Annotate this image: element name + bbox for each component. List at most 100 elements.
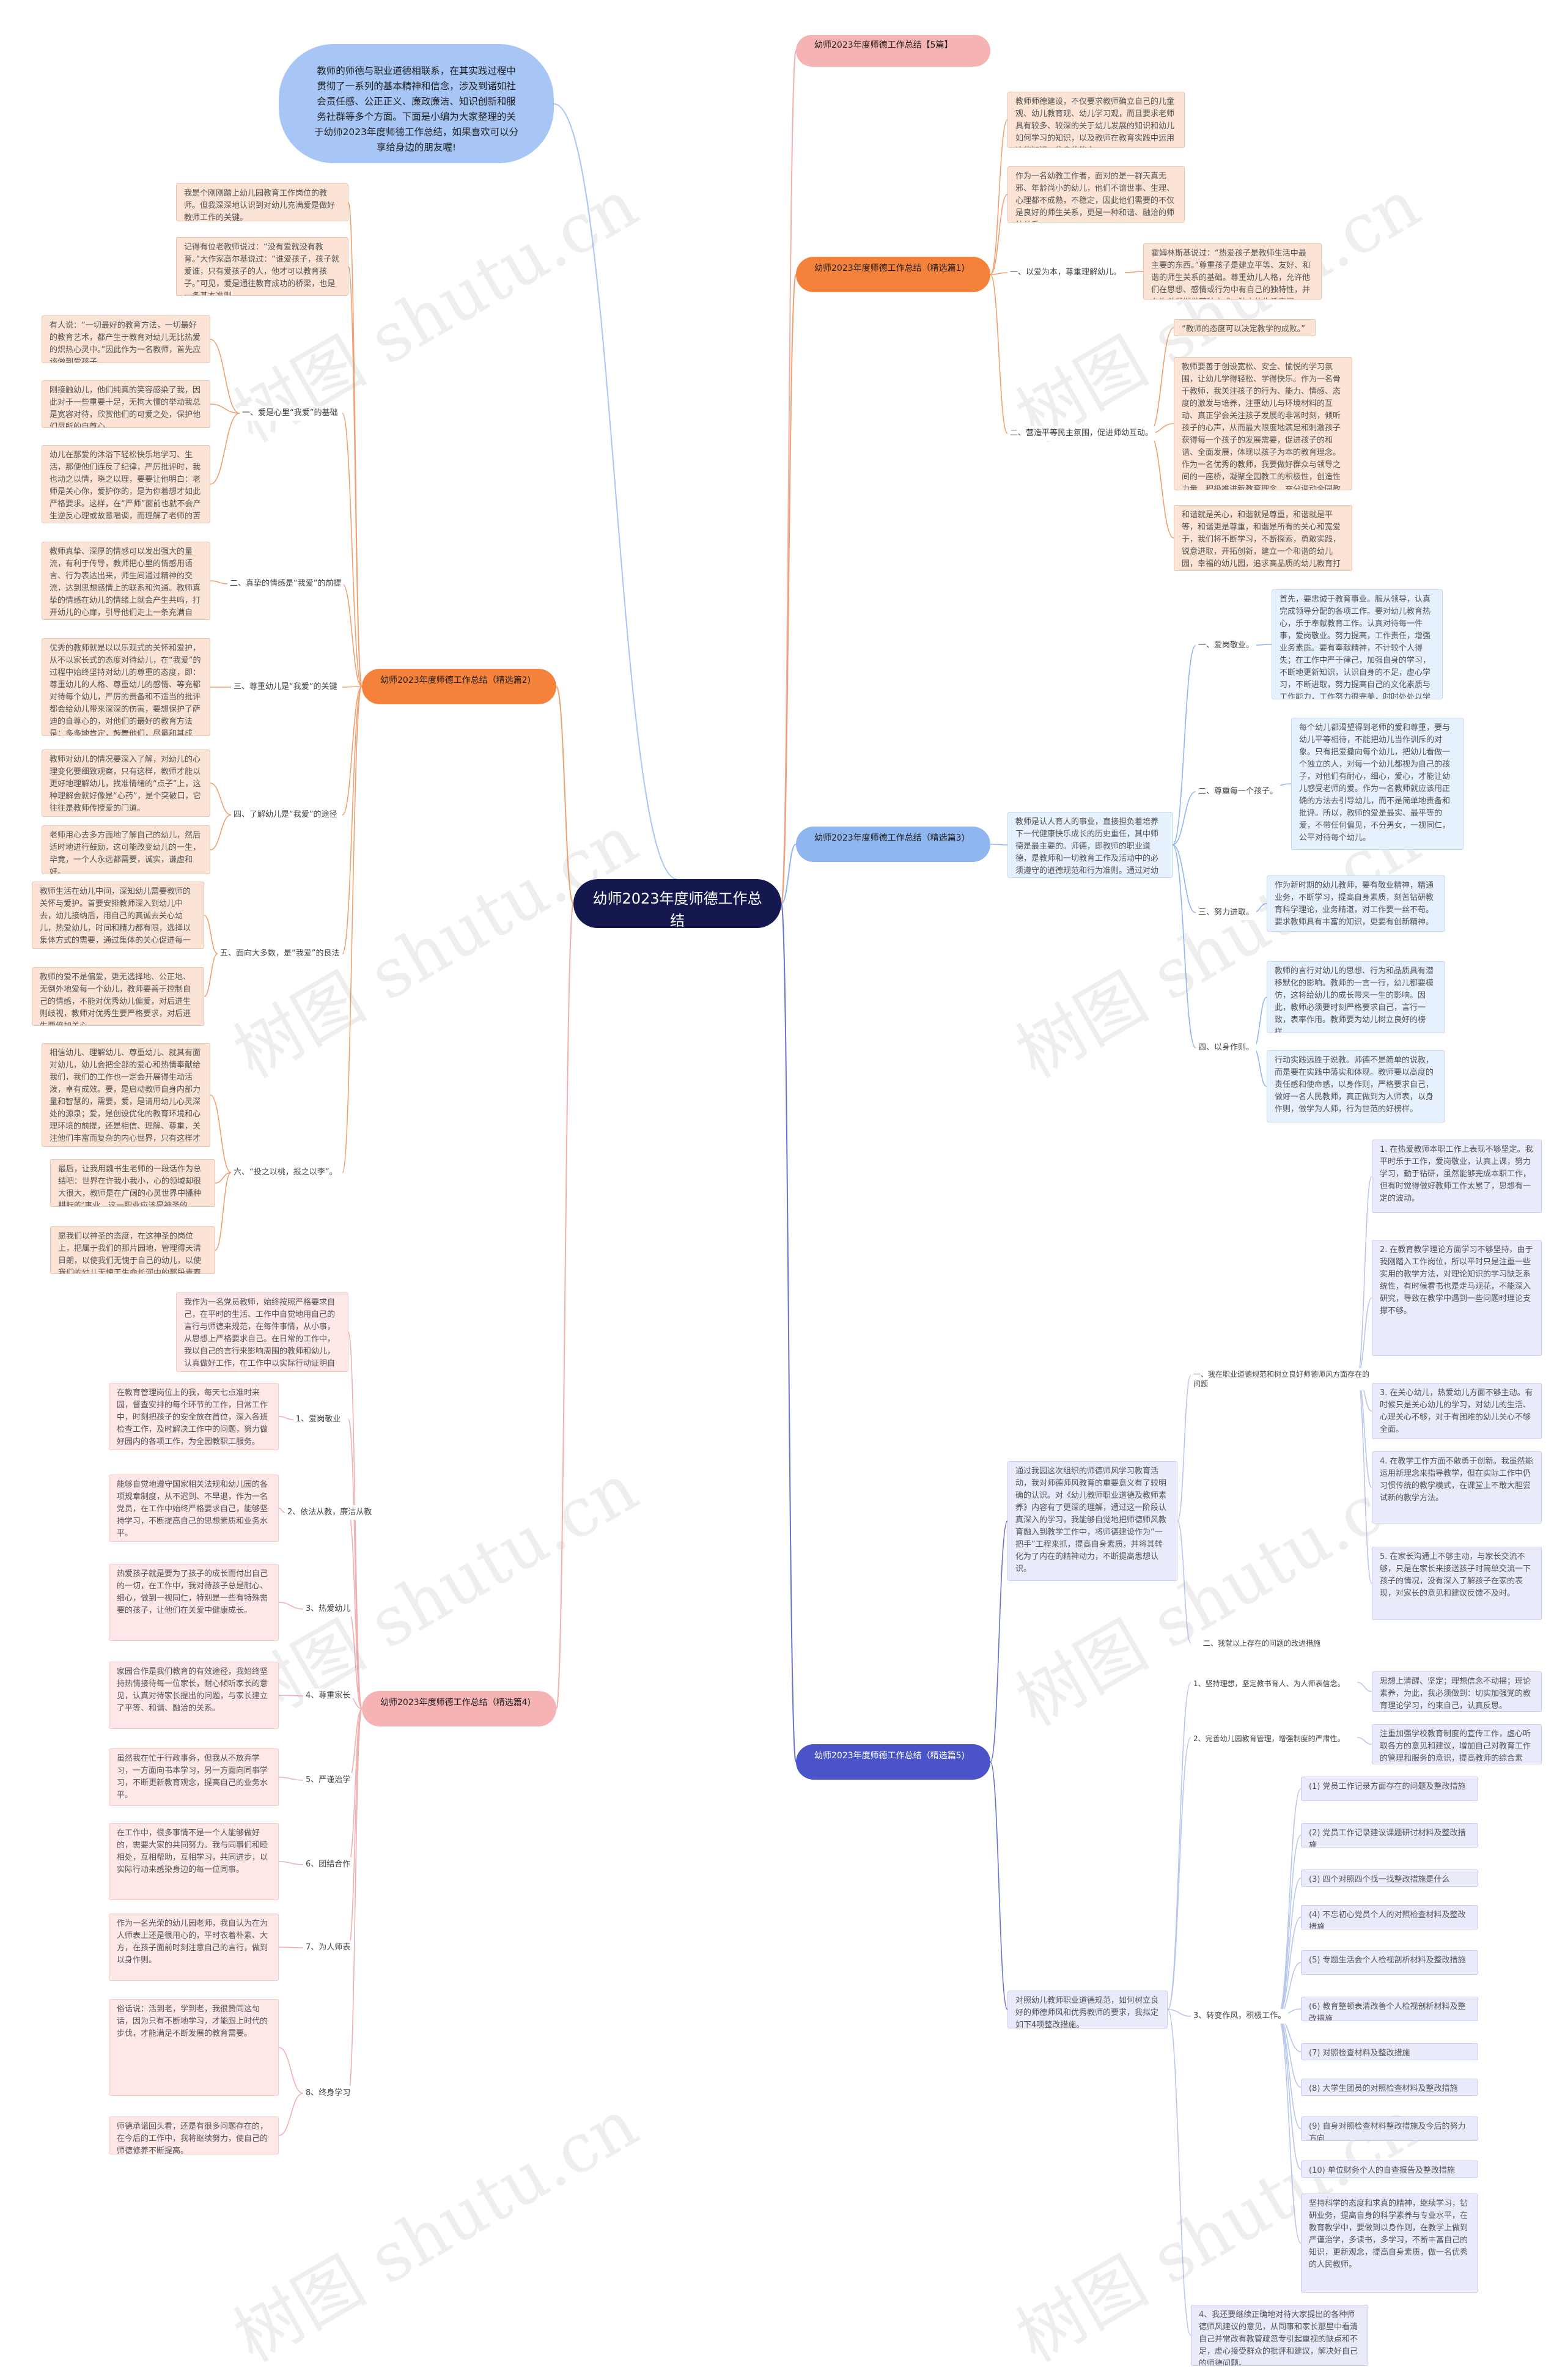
connector: [1277, 1835, 1302, 2017]
p4-text-9[interactable]: 师德承诺回头看，还是有很多问题存在的，在今后的工作中，我将继续努力，使自己的师德…: [109, 2117, 279, 2154]
p4-text-8[interactable]: 俗话说：活到老，学到老，我很赞同这句话，因为只有不断地学习，才能跟上时代的步伐，…: [109, 1999, 279, 2096]
p4-item-7[interactable]: 7、为人师表: [303, 1940, 353, 1955]
p5-list-item[interactable]: (9) 自身对照检查材料整改措施及今后的努力方向: [1301, 2117, 1478, 2141]
p2-text-14[interactable]: 愿我们以神圣的态度，在这神圣的岗位上，把属于我们的那片园地，管理得天清日朗，以使…: [50, 1226, 215, 1274]
p2-text-6[interactable]: 教师真挚、深厚的情感可以发出强大的量流，有利于传导，教师把心里的情感用语言、行为…: [42, 542, 210, 620]
p4-text-3[interactable]: 热爱孩子就是要为了孩子的成长而付出自己的一切，在工作中，我对待孩子总是耐心、细心…: [109, 1564, 279, 1641]
branch-article-3[interactable]: 幼师2023年度师德工作总结（精选篇3): [796, 827, 990, 862]
p2-text-7[interactable]: 优秀的教师就是以以乐观式的关怀和爱护，从不以家长式的态度对待幼儿，在“我爱”的过…: [42, 638, 210, 736]
branch-article-5[interactable]: 幼师2023年度师德工作总结（精选篇5): [796, 1744, 990, 1780]
p5-issue-1[interactable]: 1. 在热爱教师本职工作上表现不够坚定。我平时乐于工作，爱岗敬业，认真上课，努力…: [1372, 1140, 1542, 1213]
p4-text-1[interactable]: 在教育管理岗位上的我，每天七点准时来园，督查安排的每个环节的工作，日常工作中，时…: [109, 1383, 279, 1450]
central-topic[interactable]: 幼师2023年度师德工作总结: [573, 879, 781, 928]
p5-measure-2-text[interactable]: 注重加强学校教育制度的宣传工作，虚心听取各方的意见和建议，增加自己对教育工作的管…: [1372, 1724, 1542, 1764]
p5-issue-5[interactable]: 5. 在家长沟通上不够主动，与家长交流不够，只是在家长来接送孩子时简单交流一下孩…: [1372, 1547, 1542, 1620]
p1-text-5[interactable]: 教师要善于创设宽松、安全、愉悦的学习氛围，让幼儿学得轻松、学得快乐。作为一名骨干…: [1174, 357, 1352, 490]
p2-section-5[interactable]: 五、面向大多数，是“我爱”的良法: [218, 946, 342, 961]
p1-text-4[interactable]: “教师的态度可以决定教学的成败。”: [1174, 319, 1316, 336]
p5-list-item[interactable]: (5) 专题生活会个人检视剖析材料及整改措施: [1301, 1950, 1478, 1975]
branch-article-1[interactable]: 幼师2023年度师德工作总结（精选篇1): [796, 257, 990, 292]
p3-section-4[interactable]: 四、以身作则。: [1196, 1041, 1257, 1055]
connector: [342, 686, 363, 816]
p5-section-1[interactable]: 一、我在职业道德规范和树立良好师德师风方面存在的问题: [1191, 1368, 1374, 1390]
p2-section-2[interactable]: 二、真挚的情感是“我爱”的前提: [227, 577, 344, 591]
p2-text-11[interactable]: 教师的爱不是偏爱，更无选择地、公正地、无倒外地爱每一个幼儿，教师要善于控制自己的…: [32, 967, 204, 1026]
p5-list-item[interactable]: (8) 大学生团员的对照检查材料及整改措施: [1301, 2079, 1478, 2096]
p2-section-3[interactable]: 三、尊重幼儿是“我爱”的关键: [231, 680, 340, 694]
p5-issue-3[interactable]: 3. 在关心幼儿，热爱幼儿方面不够主动。有时候只是关心幼儿的学习，对幼儿的生活、…: [1372, 1383, 1542, 1439]
p1-text-1[interactable]: 教师师德建设，不仅要求教师确立自己的儿童观、幼儿教育观、幼儿学习观，而且要求老师…: [1007, 92, 1185, 148]
p2-section-4[interactable]: 四、了解幼儿是“我爱”的途径: [231, 808, 340, 822]
p3-section-3[interactable]: 三、努力进取。: [1196, 905, 1257, 920]
p2-text-1[interactable]: 我是个刚刚踏上幼儿园教育工作岗位的教师。但我深深地认识到对幼儿充满爱是做好教师工…: [176, 183, 348, 221]
p4-text-4[interactable]: 家园合作是我们教育的有效途径，我始终坚持热情接待每一位家长，耐心倾听家长的意见，…: [109, 1662, 279, 1729]
branch-title-5-articles[interactable]: 幼师2023年度师德工作总结【5篇】: [796, 35, 990, 67]
p5-measure-1-text[interactable]: 思想上清醒、坚定；理想信念不动摇；理论素养，为此，我必须做到：切实加强党的教育理…: [1372, 1671, 1542, 1712]
p5-list-item[interactable]: (1) 党员工作记录方面存在的问题及整改措施: [1301, 1777, 1478, 1801]
p2-text-13[interactable]: 最后，让我用魏书生老师的一段话作为总结吧：世界在许我小我小，心的领域却很大很大，…: [50, 1159, 215, 1207]
p4-text-7[interactable]: 作为一名光荣的幼儿园老师，我自认为在为人师表上还是很用心的，平时衣着朴素、大方，…: [109, 1914, 279, 1981]
p5-issue-2[interactable]: 2. 在教育教学理论方面学习不够坚持，由于我刚踏入工作岗位，所以平时只是注重一些…: [1372, 1240, 1542, 1356]
p5-list-item[interactable]: (6) 教育整顿表清改善个人检视剖析材料及整改措施: [1301, 1997, 1478, 2021]
p1-text-3[interactable]: 霍姆林斯基说过：“热爱孩子是教师生活中最主要的东西。”尊重孩子是建立平等、友好、…: [1143, 243, 1322, 300]
branch-article-4[interactable]: 幼师2023年度师德工作总结（精选篇4): [362, 1691, 556, 1726]
p5-issue-4[interactable]: 4. 在教学工作方面不敢勇于创新。我虽然能运用新理念来指导教学，但在实际工作中仍…: [1372, 1451, 1542, 1523]
connector: [1167, 1682, 1191, 2010]
p2-section-6[interactable]: 六、“投之以桃，报之以李”。: [231, 1165, 340, 1180]
p5-list-item[interactable]: (4) 不忘初心党员个人的对照检查材料及整改措施: [1301, 1905, 1478, 1929]
connector: [1172, 791, 1196, 846]
connector: [1277, 2016, 1302, 2244]
p5-measure-4[interactable]: 4、我还要继续正确地对待大家提出的各种师德师风建议的意见，从同事和家长那里中看清…: [1191, 2305, 1368, 2366]
p5-list-item[interactable]: (7) 对照检查材料及整改措施: [1301, 2043, 1478, 2060]
p5-summary[interactable]: 对照幼儿教师职业道德规范，如何树立良好的师德师风和优秀教师的要求，我拟定如下4项…: [1007, 1991, 1168, 2028]
p4-item-2[interactable]: 2、依法从教，廉洁从教: [285, 1505, 375, 1520]
p2-text-12[interactable]: 相信幼儿、理解幼儿、尊重幼儿、就其有面对幼儿，幼儿会把全部的爱心和热情奉献给我们…: [42, 1043, 210, 1147]
p3-text-2[interactable]: 每个幼儿都渴望得到老师的爱和尊重，要与幼儿平等相待，不能把幼儿当作训斥的对象。只…: [1291, 718, 1464, 850]
p4-item-1[interactable]: 1、爱岗敬业: [293, 1412, 344, 1427]
p5-section-2[interactable]: 二、我就以上存在的问题的改进措施: [1201, 1636, 1324, 1651]
p2-text-5[interactable]: 幼儿在那爱的沐浴下轻松快乐地学习、生活，那便他们连反了纪律，严厉批评时，我也动之…: [42, 445, 210, 523]
p4-item-6[interactable]: 6、团结合作: [303, 1857, 353, 1872]
p5-measure-1[interactable]: 1、坚持理想，坚定教书育人、为人师表信念。: [1191, 1678, 1357, 1690]
intro-bubble[interactable]: 教师的师德与职业道德相联系，在其实践过程中贯彻了一系列的基本精神和信念，涉及到诸…: [279, 44, 554, 163]
p2-text-4[interactable]: 刚接触幼儿，他们纯真的笑容感染了我，因此对于一些重要十足，无拘大懂的举动我总是宽…: [42, 380, 210, 428]
p5-list-item[interactable]: (10) 单位财务个人的自查报告及整改措施: [1301, 2161, 1478, 2178]
p3-section-2[interactable]: 二、尊重每一个孩子。: [1196, 784, 1281, 799]
p5-list-item[interactable]: (2) 党员工作记录建议课题研讨材料及整改措施: [1301, 1823, 1478, 1848]
p4-intro[interactable]: 我作为一名党员教师，始终按照严格要求自己，在平时的生活、工作中自觉地用自己的言行…: [176, 1292, 348, 1372]
p2-text-9[interactable]: 老师用心去多方面地了解自己的幼儿，然后适时地进行鼓励，这可能改变幼儿的一生，毕竟…: [42, 825, 210, 874]
p4-text-2[interactable]: 能够自觉地遵守国家相关法规和幼儿园的各项规章制度，从不迟到、不早退，作为一名党员…: [109, 1475, 279, 1542]
p4-item-8[interactable]: 8、终身学习: [303, 2086, 353, 2101]
connector: [278, 1416, 294, 1420]
p4-text-5[interactable]: 虽然我在忙于行政事务，但我从不放弃学习，一方面向书本学习，另一方面向同事学习，不…: [109, 1748, 279, 1806]
p1-text-6[interactable]: 和谐就是关心，和谐就是尊重，和谐就是平等，和谐更是尊重，和谐是所有的关心和宽爱于…: [1174, 505, 1352, 571]
p4-item-5[interactable]: 5、严谨治学: [303, 1773, 353, 1788]
p1-section-1[interactable]: 一、以爱为本，尊重理解幼儿。: [1007, 265, 1124, 280]
p2-text-2[interactable]: 记得有位老教师说过：“没有爱就没有教育。”大作家高尔基说过：“谁爱孩子，孩子就爱…: [176, 237, 348, 296]
connector: [348, 266, 363, 687]
connector: [278, 2047, 304, 2094]
p2-section-1[interactable]: 一、爱是心里“我爱”的基础: [240, 406, 341, 421]
branch-article-2[interactable]: 幼师2023年度师德工作总结（精选篇2): [362, 669, 556, 704]
p3-intro[interactable]: 教师是认人育人的事业，直接担负着培养下一代健康快乐成长的历史重任，其中师德是最主…: [1007, 812, 1173, 878]
p3-text-4[interactable]: 教师的言行对幼儿的思想、行为和品质具有潜移默化的影响。教师的一言一行，幼儿都要模…: [1267, 961, 1445, 1033]
p2-text-10[interactable]: 教师生活在幼儿中间，深知幼儿需要教师的关怀与爱护。首要安排教师深入到幼儿中去，幼…: [32, 882, 204, 949]
p4-item-3[interactable]: 3、热爱幼儿: [303, 1602, 353, 1616]
p5-measure-3[interactable]: 3、转变作风，积极工作。: [1191, 2009, 1289, 2024]
p1-text-2[interactable]: 作为一名幼教工作者，面对的是一群天真无邪、年龄尚小的幼儿，他们不谙世事、生理、心…: [1007, 166, 1185, 223]
p2-text-3[interactable]: 有人说：“一切最好的教育方法，一切最好的教育艺术，都产生于教育对幼儿无比热爱的炽…: [42, 315, 210, 363]
connector: [348, 1708, 363, 1948]
p4-item-4[interactable]: 4、尊重家长: [303, 1689, 353, 1703]
p3-text-1[interactable]: 首先，要忠诚于教育事业。服从领导，认真完成领导分配的各项工作。要对幼儿教育热心，…: [1272, 589, 1443, 699]
connector: [990, 274, 1008, 434]
p5-measure-3-text[interactable]: 坚持科学的态度和求真的精神，继续学习，钻研业务，提高自身的科学素养与专业水平，在…: [1301, 2194, 1478, 2293]
p4-text-6[interactable]: 在工作中，很多事情不是一个人能够做好的，需要大家的共同努力。我与同事们和睦相处，…: [109, 1823, 279, 1900]
p3-text-5[interactable]: 行动实践远胜于说教。师德不是简单的说教，而是要在实践中落实和体现。教师要以高度的…: [1267, 1050, 1445, 1122]
p5-intro[interactable]: 通过我园这次组织的师德师风学习教育活动，我对师德师风教育的重要意义有了较明确的认…: [1007, 1461, 1177, 1581]
p1-section-2[interactable]: 二、营造平等民主氛围，促进师幼互动。: [1007, 426, 1156, 441]
p3-text-3[interactable]: 作为新时期的幼儿教师，要有敬业精神，精通业务，不断学习，提高自身素质，刻苦钻研教…: [1267, 875, 1445, 932]
p2-text-8[interactable]: 教师对幼儿的情况要深入了解，对幼儿的心理变化要细致观察，只有这样，教师才能以更好…: [42, 750, 210, 817]
p3-section-1[interactable]: 一、爱岗敬业。: [1196, 638, 1257, 653]
p5-list-item[interactable]: (3) 四个对照四个找一找整改措施是什么: [1301, 1870, 1478, 1887]
p5-measure-2[interactable]: 2、完善幼儿园教育管理，增强制度的严肃性。: [1191, 1733, 1357, 1745]
